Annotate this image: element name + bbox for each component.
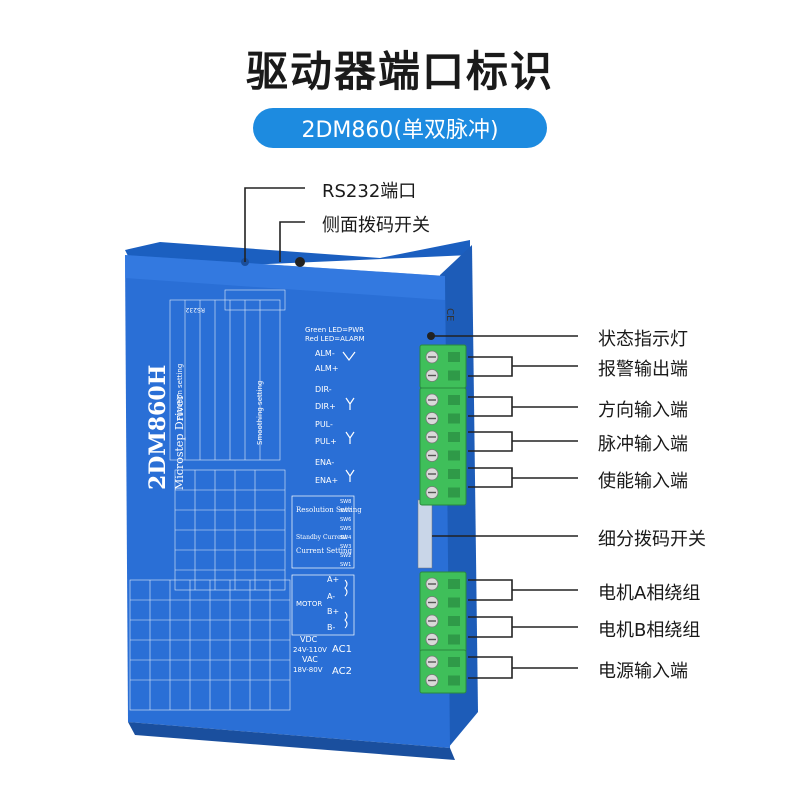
opto-symbols [342,351,356,482]
standby-label: Standby Current [296,534,348,541]
signal-labels: ALM- ALM+ DIR- DIR+ PUL- PUL+ ENA- ENA+ [315,349,339,485]
callout-pulse-in: 脉冲输入端 [598,434,688,455]
model-label-group: 2DM860H Microstep Driver [145,365,186,490]
terminal-wire-entry [448,469,460,479]
svg-text:SW8: SW8 [340,499,351,505]
leader-pulse [468,431,578,452]
svg-text:SW7: SW7 [340,508,351,514]
terminal-wire-entry [448,450,460,461]
callout-direction-in: 方向输入端 [598,400,688,421]
callout-motor-b: 电机B相绕组 [598,620,701,641]
driver-bottom-edge [128,722,455,760]
callout-enable-in: 使能输入端 [598,471,688,492]
svg-text:SW6: SW6 [340,517,351,523]
svg-text:SW1: SW1 [340,562,351,568]
terminal-wire-entry [448,395,460,405]
svg-text:SW5: SW5 [340,526,351,532]
callout-power-in: 电源输入端 [598,661,688,682]
dip-label-box [224,289,286,311]
callout-rs232: RS232端口 [322,181,417,202]
label-a-plus: A+ [327,575,339,584]
coil-symbols [344,579,348,629]
driver-front-face [125,255,450,748]
rs232-label-group: RS232 [185,306,205,313]
label-ac1: AC1 [332,644,352,655]
page-title: 驱动器端口标识 [245,47,554,96]
side-sticker: CE [444,308,455,321]
device-model-label: 2DM860H [145,365,171,490]
smoothing-setting-group: Smoothing setting [256,381,264,445]
function-setting-group: Function setting [176,364,184,420]
terminal-wire-entry [448,675,460,686]
driver-face-highlight [125,255,445,300]
label-ena-minus: ENA- [315,458,334,467]
terminal-block-power [419,649,467,694]
model-badge-text: 2DM860(单双脉冲) [301,118,499,143]
leader-power [468,656,578,679]
spec-tables [129,289,291,711]
leader-side-dip [279,221,305,262]
callout-status-led: 状态指示灯 [598,329,688,350]
label-ena-plus: ENA+ [315,476,338,485]
label-pul-plus: PUL+ [315,437,337,446]
terminal-wire-entry [448,487,460,498]
label-dir-plus: DIR+ [315,402,336,411]
leader-direction [468,396,578,417]
terminal-wire-entry [448,413,460,424]
label-b-plus: B+ [327,607,339,616]
leader-rs232 [244,187,305,262]
leader-enable [468,467,578,488]
smoothing-setting-label: Smoothing setting [256,381,264,445]
side-dip-switch [295,257,305,267]
vdc-range-label: 24V-110V [293,646,327,654]
terminal-wire-entry [448,370,460,381]
callout-motor-a: 电机A相绕组 [598,583,701,604]
leader-motor-a [468,579,578,601]
vac-label: VAC [302,655,318,664]
svg-text:SW3: SW3 [340,544,351,550]
terminal-wire-entry [448,597,460,608]
callout-lines [244,187,578,679]
terminal-wire-entry [448,634,460,645]
micro-dip-switch [417,499,433,569]
vdc-label: VDC [300,635,318,644]
terminal-blocks [419,344,467,694]
leader-motor-b [468,616,578,638]
svg-text:SW4: SW4 [340,535,351,541]
label-pul-minus: PUL- [315,420,333,429]
motor-box [291,574,355,636]
label-alm-plus: ALM+ [315,364,339,373]
terminal-wire-entry [448,579,460,589]
label-ac2: AC2 [332,666,352,677]
terminal-wire-entry [448,432,460,442]
label-dir-minus: DIR- [315,385,332,394]
terminal-block-signal [419,387,467,506]
terminal-block-alarm [419,344,467,389]
led-legend-red: Red LED=ALARM [305,335,365,343]
function-setting-label: Function setting [176,364,184,420]
device-subtitle-label: Microstep Driver [173,394,186,490]
vac-range-label: 18V-80V [293,666,323,674]
callout-side-dip: 侧面拨码开关 [322,215,430,236]
motor-label: MOTOR [296,600,322,608]
settings-box [291,495,355,569]
terminal-wire-entry [448,657,460,667]
rs232-device-label: RS232 [185,306,205,313]
terminal-wire-entry [448,616,460,626]
callout-micro-dip: 细分拨码开关 [598,529,706,550]
model-badge: 2DM860(单双脉冲) [253,108,547,148]
leader-alarm [468,356,578,377]
label-a-minus: A- [327,592,335,601]
current-label: Current Setting [296,547,353,555]
label-b-minus: B- [327,623,335,632]
led-legend-green: Green LED=PWR [305,326,364,334]
terminal-wire-entry [448,352,460,362]
callout-alarm-out: 报警输出端 [598,359,688,380]
svg-text:SW2: SW2 [340,553,351,559]
resolution-label: Resolution Setting [296,506,362,514]
label-alm-minus: ALM- [315,349,335,358]
